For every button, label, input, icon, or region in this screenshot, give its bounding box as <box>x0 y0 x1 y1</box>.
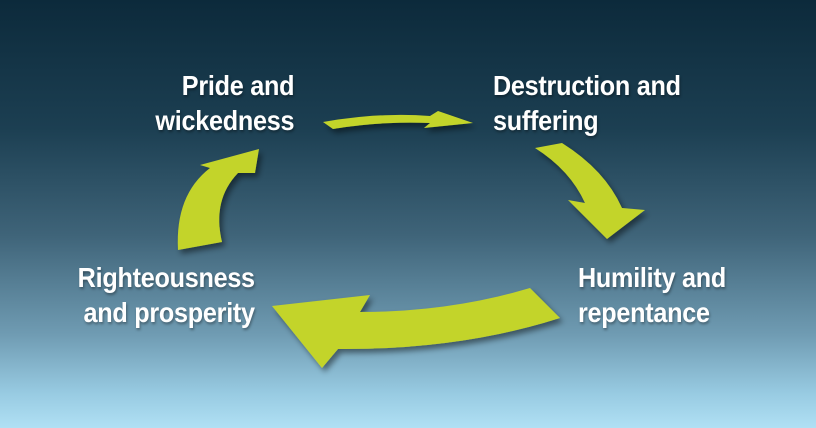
stage-line: Humility and <box>578 262 726 293</box>
arrow-humility-to-righteousness <box>272 288 560 368</box>
stage-line: wickedness <box>155 105 294 136</box>
stage-line: Destruction and <box>493 70 681 101</box>
stage-line: repentance <box>578 297 710 328</box>
stage-humility-and-repentance: Humility and repentance <box>578 260 726 330</box>
stage-destruction-and-suffering: Destruction and suffering <box>493 68 681 138</box>
stage-pride-and-wickedness: Pride and wickedness <box>155 68 294 138</box>
stage-line: and prosperity <box>83 297 256 328</box>
stage-line: suffering <box>493 105 599 136</box>
arrow-destruction-to-humility <box>535 143 645 239</box>
stage-line: Pride and <box>181 70 295 101</box>
stage-line: Righteousness <box>77 262 255 293</box>
stage-righteousness-and-prosperity: Righteousness and prosperity <box>78 260 255 330</box>
arrow-pride-to-destruction <box>323 111 473 129</box>
arrow-righteousness-to-pride <box>177 149 259 250</box>
